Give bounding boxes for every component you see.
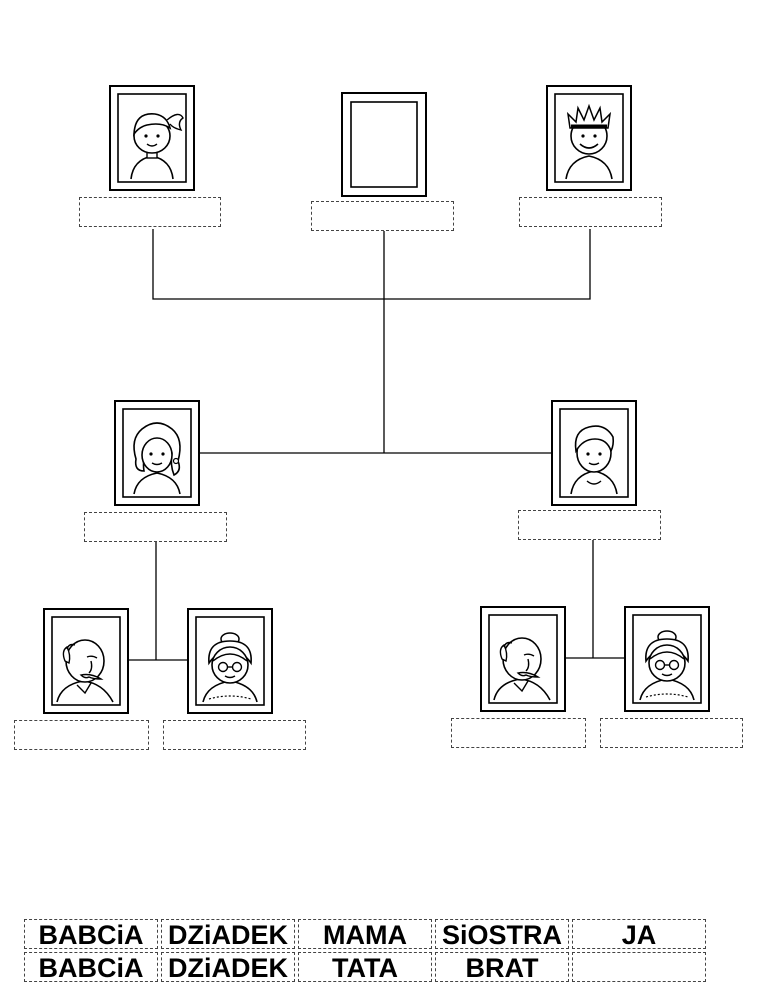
word-bank-item[interactable]: JA xyxy=(572,919,706,949)
word-bank-item[interactable]: BRAT xyxy=(435,952,569,982)
portrait-maternal-grandmother xyxy=(187,608,273,714)
word-bank-item[interactable]: MAMA xyxy=(298,919,432,949)
answer-box-paternal-grandfather[interactable] xyxy=(451,718,586,748)
answer-box-maternal-grandmother[interactable] xyxy=(163,720,306,750)
answer-box-paternal-grandmother[interactable] xyxy=(600,718,743,748)
portrait-brother xyxy=(546,85,632,191)
word-bank-item-empty[interactable] xyxy=(572,952,706,982)
answer-box-me[interactable] xyxy=(311,201,454,231)
empty-frame-icon xyxy=(350,101,418,188)
portrait-father xyxy=(551,400,637,506)
word-bank-item[interactable]: DZiADEK xyxy=(161,952,295,982)
answer-box-brother[interactable] xyxy=(519,197,662,227)
answer-box-sister[interactable] xyxy=(79,197,221,227)
portrait-sister xyxy=(109,85,195,191)
portrait-paternal-grandfather xyxy=(480,606,566,712)
word-bank-item[interactable]: DZiADEK xyxy=(161,919,295,949)
word-bank-item[interactable]: SiOSTRA xyxy=(435,919,569,949)
answer-box-maternal-grandfather[interactable] xyxy=(14,720,149,750)
man-short-hair-icon xyxy=(570,425,618,495)
portrait-paternal-grandmother xyxy=(624,606,710,712)
word-bank-item[interactable]: TATA xyxy=(298,952,432,982)
answer-box-mother[interactable] xyxy=(84,512,227,542)
portrait-mother xyxy=(114,400,200,506)
tree-connectors xyxy=(128,229,625,661)
answer-box-father[interactable] xyxy=(518,510,661,540)
word-bank-item[interactable]: BABCiA xyxy=(24,919,158,949)
word-bank-item[interactable]: BABCiA xyxy=(24,952,158,982)
portrait-maternal-grandfather xyxy=(43,608,129,714)
woman-curly-hair-icon xyxy=(133,422,181,495)
portrait-me xyxy=(341,92,427,197)
